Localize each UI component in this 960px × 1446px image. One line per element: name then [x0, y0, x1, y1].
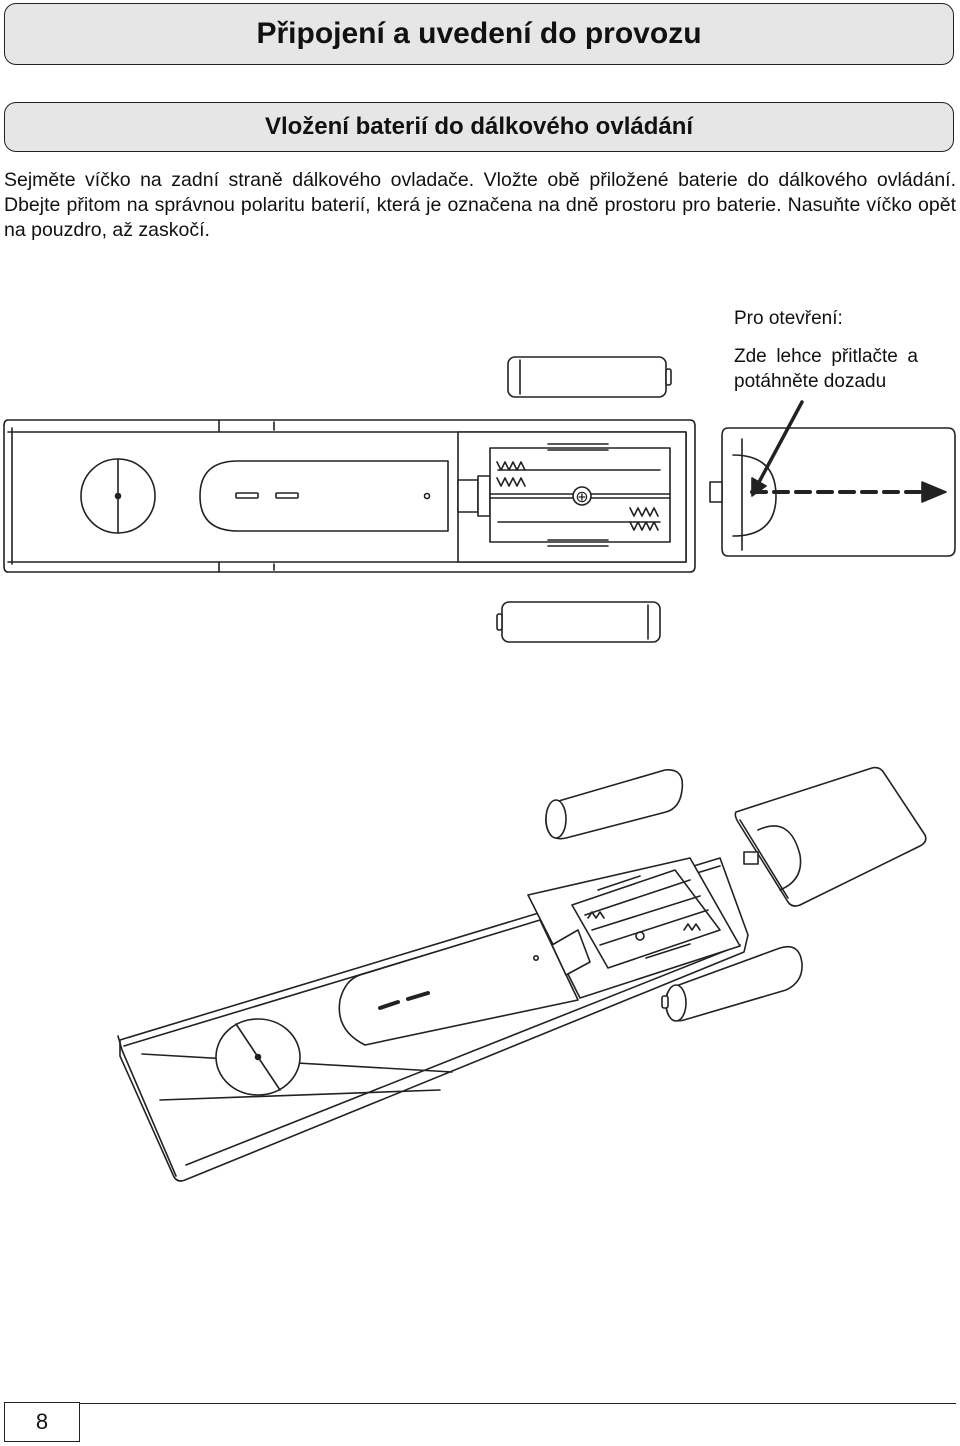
section-title: Vložení baterií do dálkového ovládání [4, 102, 954, 152]
page-number: 8 [4, 1402, 80, 1442]
hint-text: Zde lehce přitlačte a potáhněte dozadu [734, 346, 918, 392]
battery-cover-perspective-icon [734, 766, 927, 907]
remote-control-perspective-icon [117, 857, 749, 1182]
polarity-symbol: ⊕ [575, 489, 588, 506]
battery-perspective-right-icon [661, 945, 803, 1022]
battery-top-icon [507, 356, 672, 398]
remote-battery-illustration: ⊕ [3, 356, 956, 1182]
hint-title: Pro otevření: [734, 308, 843, 329]
footer-rule [80, 1403, 956, 1404]
remote-control-back-open-icon: ⊕ [3, 419, 696, 573]
battery-bottom-icon [496, 601, 661, 643]
battery-perspective-left-icon [545, 769, 684, 840]
page-title: Připojení a uvedení do provozu [4, 3, 954, 65]
slide-direction-arrow-icon [750, 400, 947, 503]
instructions-paragraph: Sejměte víčko na zadní straně dálkového … [4, 169, 956, 241]
